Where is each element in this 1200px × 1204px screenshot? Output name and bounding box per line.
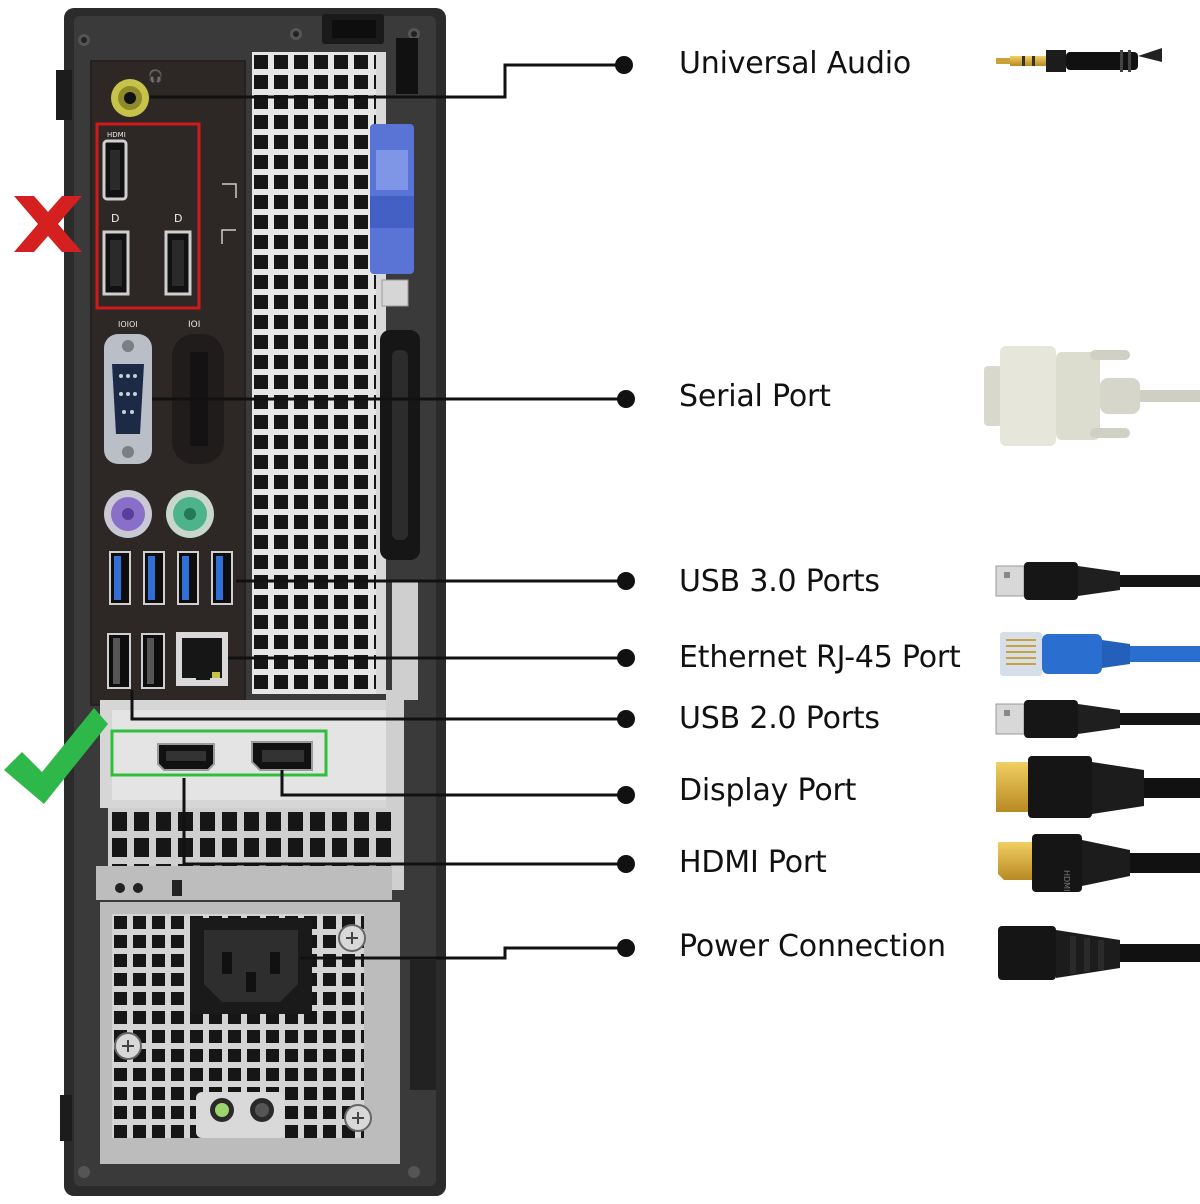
top-vent-grill (252, 52, 378, 694)
leader-dots (615, 56, 635, 957)
ethernet-cable-icon (1000, 632, 1200, 676)
leader-hdmi-port (182, 778, 624, 866)
psu-test-button-icon (250, 1098, 274, 1122)
usb3-ports-icon (109, 551, 233, 605)
ps2-keyboard-port-icon (166, 490, 214, 538)
label-usb3-ports: USB 3.0 Ports (679, 564, 880, 599)
psu-side-tab (410, 960, 436, 1090)
card-hdmi-port-icon (157, 743, 215, 771)
usb2-cable-icon (995, 700, 1200, 738)
hdmi-cable-mark: HDMI (1062, 870, 1071, 891)
power-cable-icon (998, 926, 1200, 980)
svg-text:D: D (111, 212, 119, 225)
hdmi-panel-mark: HDMI (107, 131, 126, 139)
usb2-ports-icon (107, 633, 165, 689)
leader-usb2-ports (130, 690, 624, 721)
power-inlet-icon (190, 918, 312, 1014)
label-universal-audio: Universal Audio (679, 46, 912, 81)
label-serial-port: Serial Port (679, 379, 831, 414)
power-supply (100, 902, 400, 1164)
ethernet-port-icon (176, 632, 228, 686)
audio-jack-icon: 🎧 (111, 69, 163, 117)
integrated-video-box (95, 122, 201, 310)
leader-universal-audio (150, 63, 622, 99)
label-usb2-ports: USB 2.0 Ports (679, 701, 880, 736)
displayport-cable-icon (996, 756, 1200, 818)
serial-panel-mark: IOIOI (118, 320, 138, 329)
leader-power-connection (300, 946, 624, 960)
discrete-video-box (110, 729, 328, 777)
label-display-port: Display Port (679, 773, 857, 808)
leader-lines (130, 63, 624, 960)
usb3-cable-icon (995, 562, 1200, 600)
audio-cable-icon (996, 48, 1162, 72)
ps2-mouse-port-icon (104, 490, 152, 538)
x-mark-icon (14, 196, 82, 252)
vga-panel-mark: IOI (188, 320, 200, 330)
svg-text:D: D (174, 212, 182, 225)
onboard-hdmi-port-icon (102, 139, 128, 201)
hdmi-cable-icon: HDMI (998, 834, 1200, 892)
onboard-displayport-2-icon: D (164, 212, 192, 296)
leader-display-port (280, 770, 624, 797)
label-hdmi-port: HDMI Port (679, 845, 827, 880)
psu-led-icon (210, 1098, 234, 1122)
pci-vent-grill (108, 808, 392, 866)
serial-port-icon (104, 334, 152, 464)
svg-text:🎧: 🎧 (148, 69, 163, 83)
check-mark-icon (4, 708, 108, 804)
blue-latch (370, 124, 414, 307)
serial-cable-icon (984, 346, 1200, 446)
label-power-connection: Power Connection (679, 929, 946, 964)
onboard-displayport-1-icon: D (102, 212, 130, 296)
label-ethernet-port: Ethernet RJ-45 Port (679, 640, 961, 675)
card-displayport-icon (251, 741, 313, 771)
